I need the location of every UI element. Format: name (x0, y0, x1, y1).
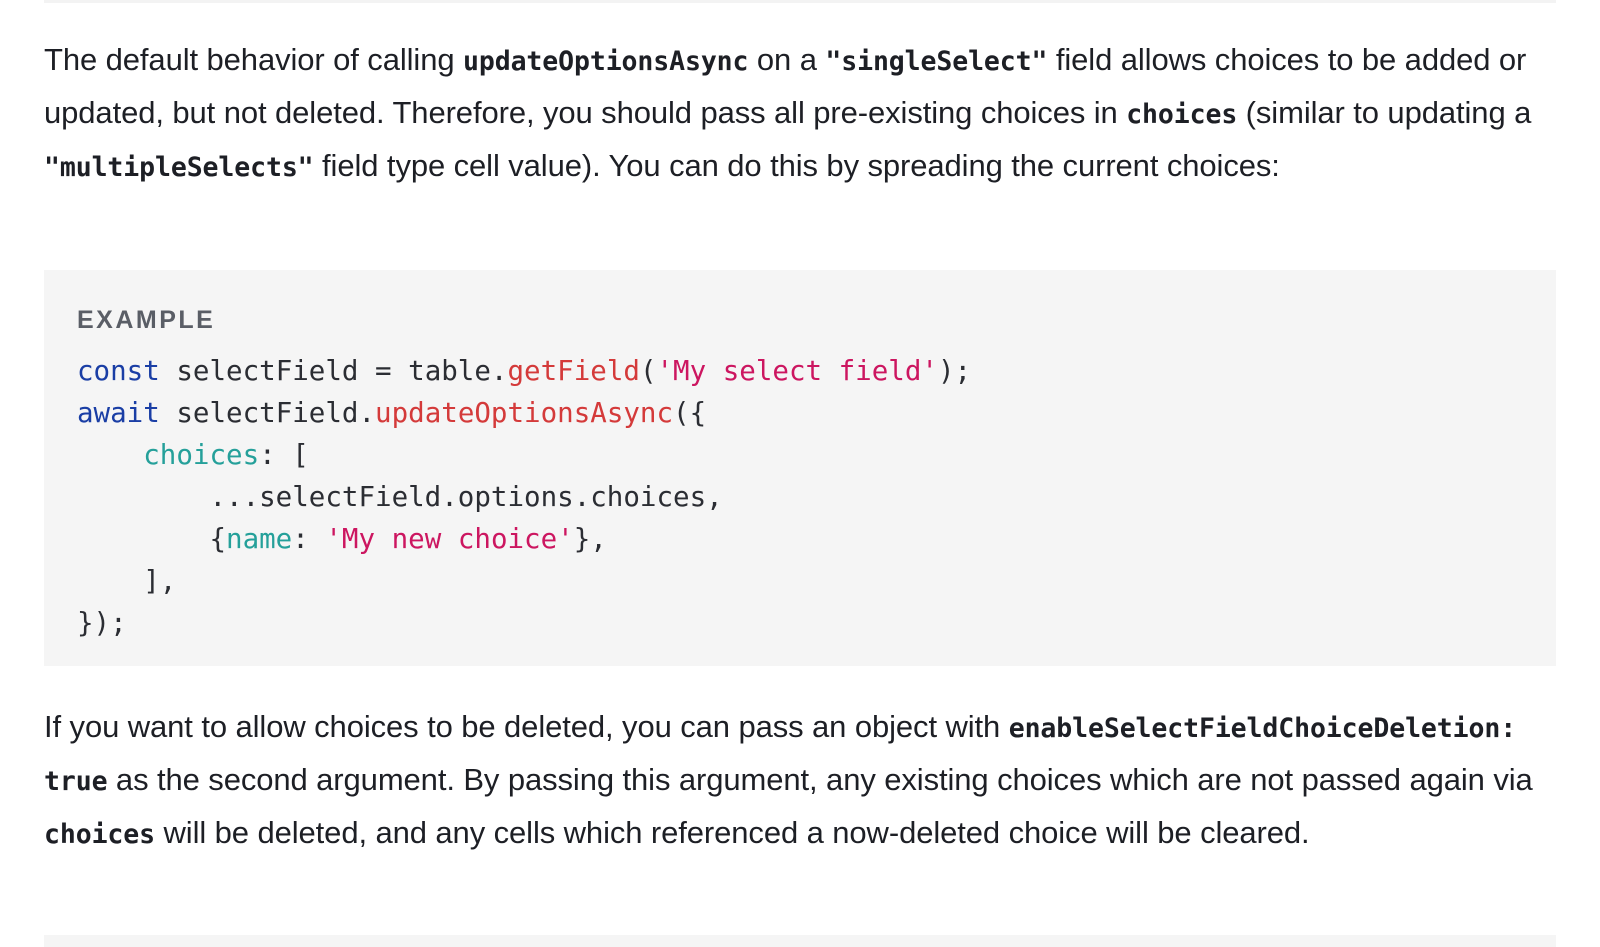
property-name: choices (143, 439, 260, 471)
code-snippet: const selectField = table.getField('My s… (77, 350, 971, 644)
text: field type cell value). You can do this … (313, 148, 1280, 183)
function-name: getField (507, 355, 640, 387)
code-example-block: EXAMPLE const selectField = table.getFie… (44, 270, 1556, 666)
text: If you want to allow choices to be delet… (44, 709, 1009, 744)
indent (77, 523, 209, 555)
code-text: : [ (259, 439, 309, 471)
string-literal: 'My new choice' (325, 523, 574, 555)
function-name: updateOptionsAsync (375, 397, 674, 429)
inline-code: enableSelectFieldChoiceDeletion: true (44, 713, 1517, 797)
inline-code: choices (44, 819, 155, 850)
code-text: : (292, 523, 326, 555)
text: (similar to updating a (1237, 95, 1532, 130)
inline-code: "multipleSelects" (44, 152, 314, 183)
code-text: ); (937, 355, 972, 387)
text: on a (748, 42, 826, 77)
inline-code: choices (1126, 99, 1238, 130)
deletion-paragraph: If you want to allow choices to be delet… (44, 701, 1564, 860)
text: The default behavior of calling (44, 42, 464, 77)
string-literal: 'My select field' (656, 355, 938, 387)
keyword: const (77, 355, 160, 387)
top-divider (44, 0, 1556, 3)
text: will be deleted, and any cells which ref… (154, 815, 1310, 850)
code-text: ({ (673, 397, 707, 429)
code-text: { (209, 523, 227, 555)
property-name: name (226, 523, 293, 555)
indent (77, 439, 143, 471)
inline-code: "singleSelect" (825, 46, 1048, 77)
text: field allows choices to be added or upda… (44, 42, 1527, 130)
intro-paragraph: The default behavior of calling updateOp… (44, 34, 1564, 193)
code-text: selectField = table. (159, 355, 508, 387)
code-text: }, (573, 523, 607, 555)
code-text: ( (639, 355, 657, 387)
example-label: EXAMPLE (77, 306, 216, 334)
inline-code: updateOptionsAsync (463, 46, 749, 77)
code-text: ...selectField.options.choices, (77, 481, 723, 513)
keyword: await (77, 397, 160, 429)
next-code-block-edge (44, 935, 1556, 947)
code-text: selectField. (159, 397, 376, 429)
text: as the second argument. By passing this … (107, 762, 1533, 797)
code-text: ], (77, 565, 177, 597)
code-text: }); (77, 607, 127, 639)
